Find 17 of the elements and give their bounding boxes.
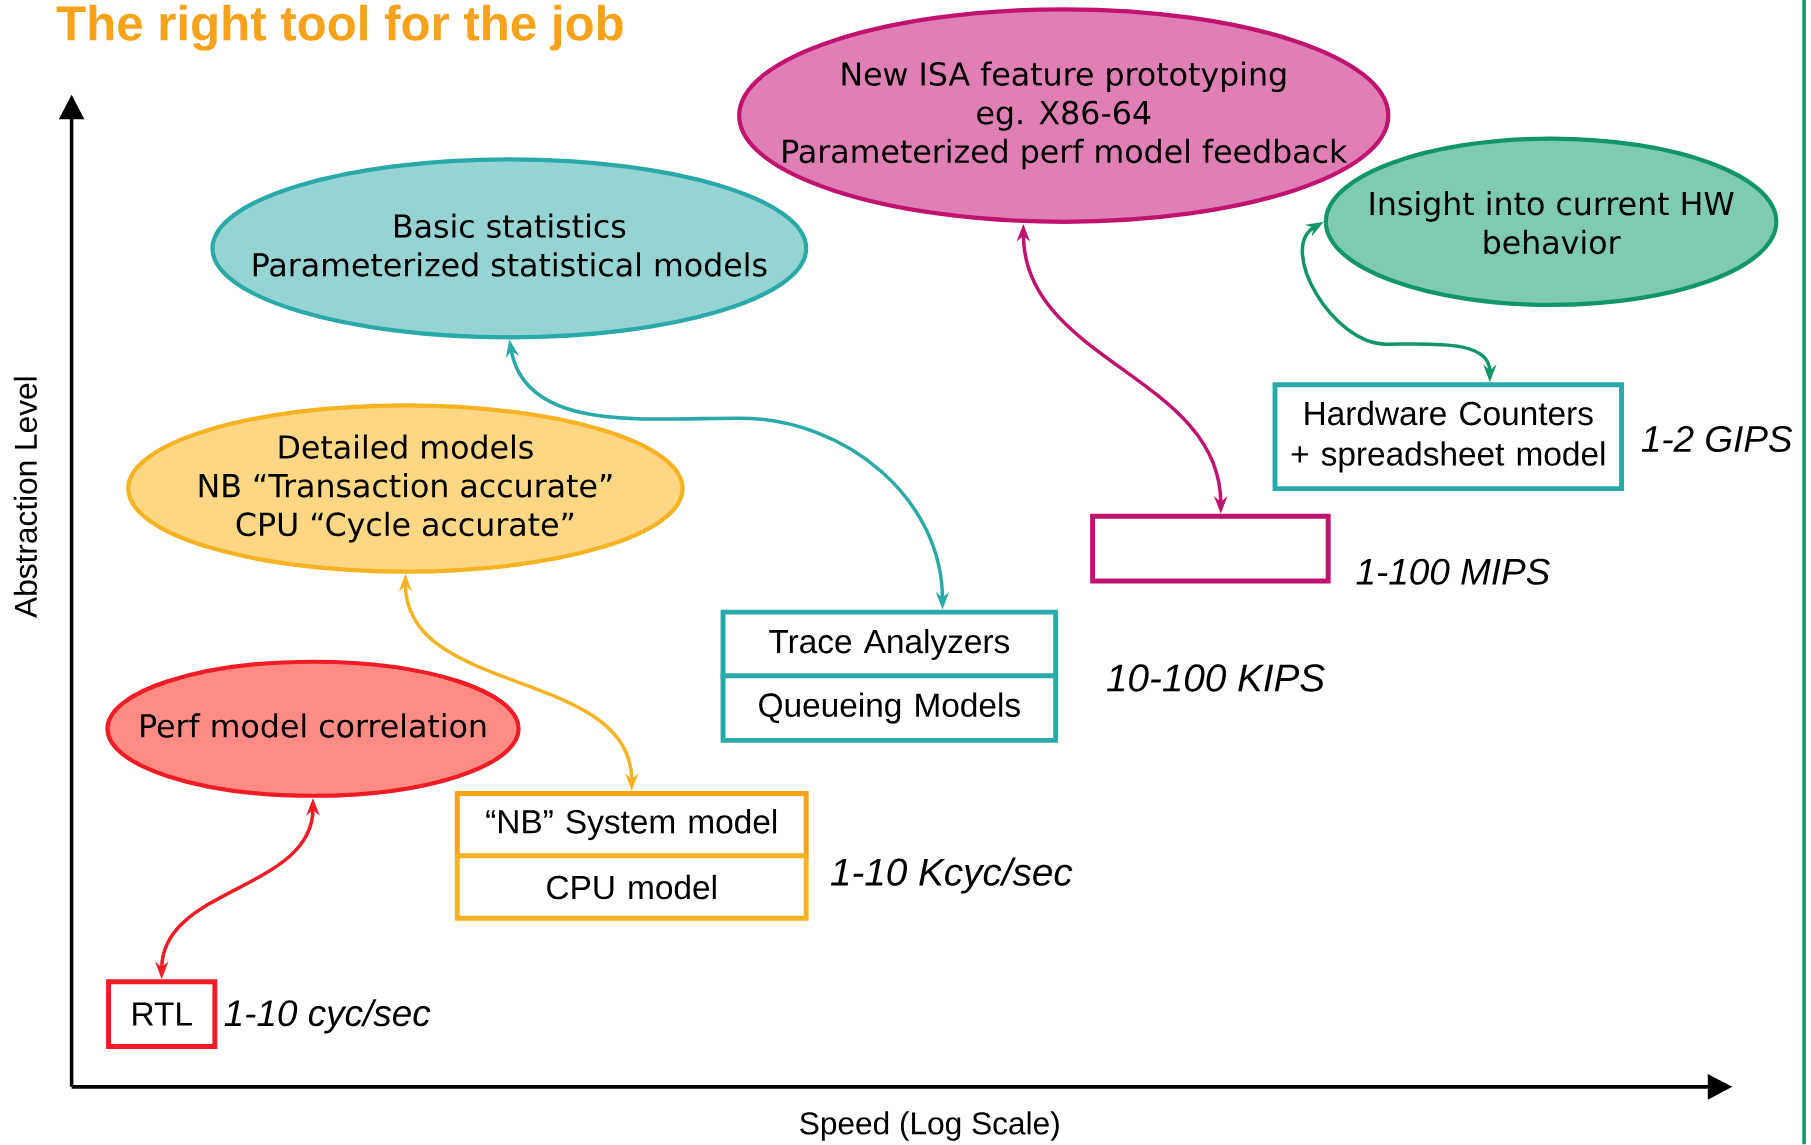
speed-label: 1-100 MIPS bbox=[1356, 558, 1550, 586]
process-box: Trace Analyzers bbox=[720, 609, 1059, 680]
axis-label: Abstraction Level bbox=[13, 377, 38, 619]
process-box: “NB” System model bbox=[454, 791, 809, 859]
process-box: Hardware Counters + spreadsheet model bbox=[1272, 382, 1624, 492]
speed-label: 1-10 Kcyc/sec bbox=[830, 857, 1073, 894]
process-box: RTL bbox=[106, 979, 218, 1050]
process-box bbox=[1090, 514, 1331, 584]
speed-label: 10-100 KIPS bbox=[1106, 664, 1325, 692]
process-box: Queueing Models bbox=[720, 673, 1059, 744]
ellipse-node: Detailed models NB “Transaction accurate” CPU “Cycle accurate” bbox=[126, 403, 685, 575]
speed-label: 1-2 GIPS bbox=[1641, 426, 1793, 453]
title: The right tool for the job bbox=[56, 4, 623, 51]
axis-label: Speed (Log Scale) bbox=[800, 1111, 1059, 1142]
process-box: CPU model bbox=[454, 853, 809, 921]
speed-label: 1-10 cyc/sec bbox=[224, 999, 431, 1034]
ellipse-node: Perf model correlation bbox=[105, 659, 521, 799]
